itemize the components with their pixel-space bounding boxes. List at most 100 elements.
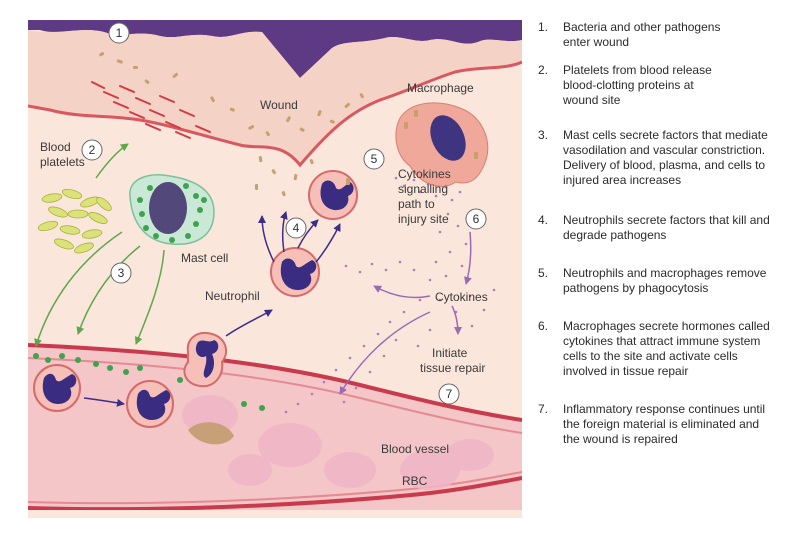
- arrows: [34, 143, 472, 407]
- neutrophil-extravasating: [183, 332, 228, 388]
- arrow-mast-cell-3: [134, 249, 165, 345]
- legend-number: 7.: [538, 402, 549, 416]
- diagram-labels: Wound Macrophage Blood platelets Mast ce…: [40, 81, 488, 488]
- legend-line: degrade pathogens: [563, 228, 667, 242]
- neutrophil-in-vessel-2: [126, 380, 174, 428]
- label-cytokines-path-2: signalling: [398, 182, 448, 196]
- legend-item-3: 3. Mast cells secrete factors that mediat…: [538, 128, 800, 188]
- step-marker-2: 2: [81, 139, 103, 161]
- label-mast-cell: Mast cell: [181, 251, 228, 265]
- arrow-macrophage-cytokines: [464, 231, 472, 285]
- step-marker-1: 1: [108, 22, 130, 44]
- legend-line: Neutrophils and macrophages remove: [563, 266, 767, 280]
- svg-text:5: 5: [371, 152, 378, 166]
- legend-item-4: 4. Neutrophils secrete factors that kill …: [538, 213, 800, 243]
- svg-text:2: 2: [89, 143, 96, 157]
- step-marker-5: 5: [363, 148, 385, 170]
- legend-line: cytokines that attract immune system: [563, 334, 761, 348]
- arrow-neutrophil-to-5: [315, 223, 341, 263]
- blood-vessel-wall: [28, 343, 522, 422]
- cytokine-particles: [284, 176, 496, 414]
- legend-number: 4.: [538, 213, 549, 227]
- label-rbc: RBC: [402, 474, 428, 488]
- legend-line: blood-clotting proteins at: [563, 78, 694, 92]
- step-marker-7: 7: [438, 383, 460, 405]
- legend-line: Bacteria and other pathogens: [563, 20, 721, 34]
- legend-line: Mast cells secrete factors that mediate: [563, 128, 768, 142]
- svg-text:6: 6: [473, 212, 480, 226]
- legend-line: cells to the site and activate cells: [563, 349, 738, 363]
- arrow-cytokines-to-vessel: [339, 311, 431, 395]
- step-marker-3: 3: [110, 262, 132, 284]
- blood-vessel-lower-wall: [28, 476, 522, 512]
- legend-line: Macrophages secrete hormones called: [563, 319, 770, 333]
- arrow-cytokines-to-repair: [451, 305, 462, 335]
- arrow-mast-cell-2: [76, 245, 141, 335]
- arrow-cytokines-to-neutrophil: [373, 285, 431, 299]
- arrow-neutrophil-factor-1: [258, 215, 275, 263]
- label-blood-platelets-2: platelets: [40, 155, 85, 169]
- label-cytokines-path-4: injury site: [398, 212, 449, 226]
- legend-line: pathogens by phagocytosis: [563, 281, 709, 295]
- step-marker-4: 4: [285, 217, 307, 239]
- step-markers: 1 2 3 4 5 6 7: [81, 22, 487, 405]
- legend-text: Neutrophils secrete factors that kill an…: [563, 213, 800, 243]
- arrow-neutrophil-migration-2: [225, 309, 273, 337]
- step-marker-6: 6: [465, 208, 487, 230]
- svg-text:1: 1: [116, 26, 123, 40]
- skin-epidermis: [28, 20, 522, 78]
- bacteria: [99, 52, 364, 197]
- arrow-neutrophil-factor-2: [279, 211, 288, 253]
- neutrophil-phagocytosing: [308, 170, 358, 220]
- label-cytokines: Cytokines: [435, 290, 488, 304]
- arrow-platelets-to-wound: [95, 143, 129, 179]
- label-neutrophil: Neutrophil: [205, 289, 260, 303]
- legend-number: 3.: [538, 128, 549, 142]
- legend-number: 1.: [538, 20, 549, 34]
- legend-number: 5.: [538, 266, 549, 280]
- legend-line: Platelets from blood release: [563, 63, 712, 77]
- svg-text:3: 3: [118, 266, 125, 280]
- label-initiate-2: tissue repair: [420, 361, 485, 375]
- arrow-neutrophil-factor-3: [297, 219, 319, 249]
- macrophage: [395, 102, 489, 187]
- legend-line: the foreign material is eliminated and: [563, 417, 760, 431]
- label-macrophage: Macrophage: [407, 81, 474, 95]
- label-wound: Wound: [260, 98, 298, 112]
- mast-cell: [129, 174, 215, 245]
- wound-edge: [28, 60, 522, 168]
- label-cytokines-path-1: Cytokines: [398, 167, 451, 181]
- clotting-proteins: [91, 81, 211, 139]
- mast-cell-factors: [33, 353, 265, 411]
- legend-line: injured area increases: [563, 173, 682, 187]
- neutrophil: [270, 247, 320, 297]
- legend-line: Neutrophils secrete factors that kill an…: [563, 213, 770, 227]
- arrow-mast-cell-1: [34, 231, 123, 347]
- red-blood-cells: [182, 395, 494, 490]
- legend-line: the wound is repaired: [563, 432, 678, 446]
- legend-line: wound site: [563, 93, 621, 107]
- platelet-clot: [188, 422, 234, 445]
- arrow-neutrophil-migration-1: [83, 397, 125, 407]
- label-cytokines-path-3: path to: [398, 197, 435, 211]
- skin-dermis: [28, 30, 522, 165]
- blood-platelets: [37, 188, 112, 254]
- legend-line: involved in tissue repair: [563, 364, 689, 378]
- legend-line: enter wound: [563, 35, 630, 49]
- svg-text:7: 7: [446, 387, 453, 401]
- legend-line: vasodilation and vascular constriction.: [563, 143, 766, 157]
- svg-text:4: 4: [293, 221, 300, 235]
- label-blood-platelets-1: Blood: [40, 140, 71, 154]
